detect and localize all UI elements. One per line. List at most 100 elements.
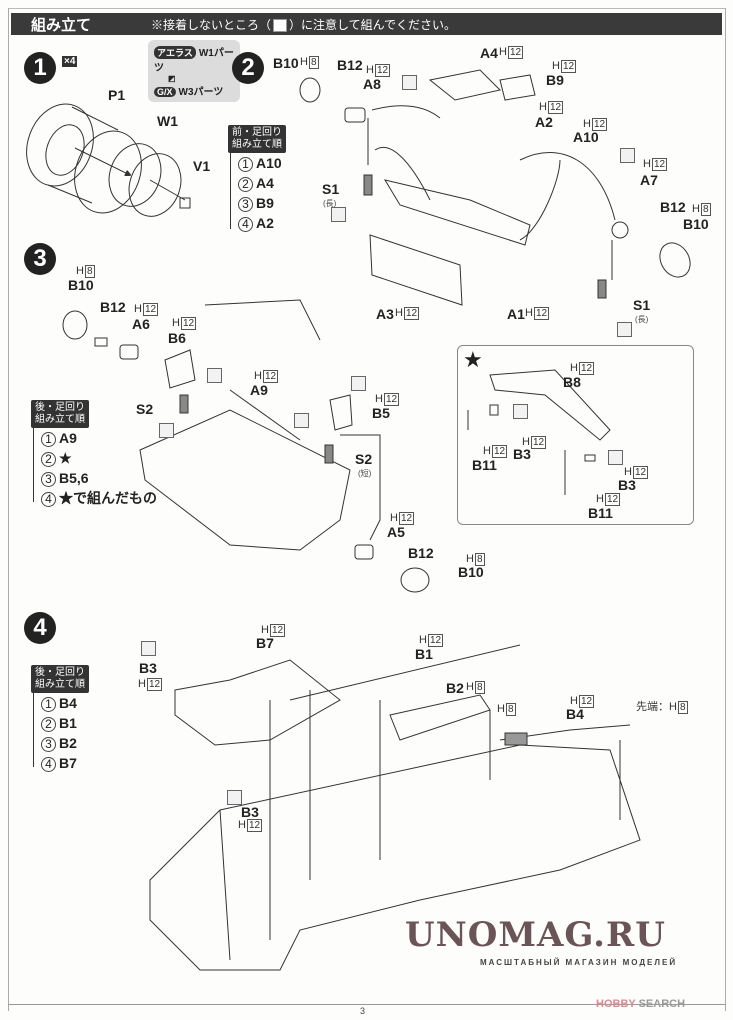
h-value: 12 (427, 634, 444, 647)
order-part: ★で組んだもの (59, 490, 157, 506)
order-heading: 前・足回り組み立て順 (228, 125, 286, 153)
h-letter: H (395, 307, 403, 319)
label-a4: A4 (480, 45, 498, 61)
h-value: 12 (146, 678, 163, 691)
h-letter: H (300, 56, 308, 68)
h-value: 12 (591, 118, 608, 131)
no-glue-icon (227, 790, 242, 805)
hobby-search-b: SEARCH (638, 998, 686, 1010)
label-b10: B10 (68, 277, 94, 293)
h-value: 12 (604, 493, 621, 506)
front-suspension-drawing (299, 69, 691, 306)
label-b10: B10 (273, 55, 299, 71)
order-part: B1 (59, 715, 77, 731)
h-value: 12 (374, 64, 391, 77)
h-letter: H (375, 393, 383, 405)
label-b11-right: B11 (588, 505, 613, 521)
order-index: 2 (41, 451, 56, 467)
h-value: 12 (547, 101, 564, 114)
label-a1: A1 (507, 306, 525, 322)
h-value: 12 (507, 46, 524, 59)
h-value: 8 (308, 56, 319, 69)
no-glue-icon (620, 148, 635, 163)
order-heading-line2: 組み立て順 (232, 139, 282, 150)
label-b3-lower: B3 (241, 804, 259, 820)
s2-short-note: (短) (358, 469, 372, 478)
star-icon: ★ (463, 347, 483, 372)
label-s2: S2 (136, 401, 154, 417)
h-letter: H (172, 317, 180, 329)
label-b2: B2 (446, 680, 464, 696)
unomag-tagline: МАСШТАБНЫЙ МАГАЗИН МОДЕЛЕЙ (480, 958, 678, 967)
h-letter: H (254, 370, 262, 382)
h-value: 8 (700, 203, 711, 216)
s1-note: (長) (323, 199, 337, 208)
order-part: B7 (59, 755, 77, 771)
h-letter: H (76, 265, 84, 277)
h-letter: H (570, 362, 578, 374)
h-letter: H (539, 101, 547, 113)
no-glue-note: ※接着しないところ（）に注意して組んでください。 (151, 16, 456, 33)
order-arrow (230, 147, 231, 229)
order-item: 4★で組んだもの (31, 488, 157, 508)
label-b9: B9 (546, 72, 564, 88)
label-b10-bottom: B10 (458, 564, 484, 580)
label-a5: A5 (387, 524, 405, 540)
label-p1: P1 (108, 87, 126, 103)
h-value: 12 (578, 695, 595, 708)
h-letter: H (570, 695, 578, 707)
h-letter: H (466, 681, 474, 693)
h-letter: H (390, 512, 398, 524)
h-value: 12 (491, 445, 508, 458)
h-value: 8 (677, 701, 688, 714)
label-b12: B12 (100, 299, 126, 315)
label-b12: B12 (337, 57, 363, 73)
order-part: A10 (256, 155, 282, 171)
section-title: 組み立て (31, 16, 92, 34)
label-a2: A2 (535, 114, 553, 130)
hobby-search-a: HOBBY (596, 998, 636, 1010)
h-letter: H (552, 60, 560, 72)
order-part: ★ (59, 450, 72, 466)
page-frame (8, 8, 726, 1011)
order-index: 1 (41, 696, 56, 712)
note-suffix: ）に注意して組んでください。 (289, 17, 457, 32)
rear-suspension-drawing (62, 299, 430, 593)
label-b6: B6 (168, 330, 186, 346)
label-a9: A9 (250, 382, 268, 398)
tip-label: 先端：H (636, 701, 677, 713)
label-s1-right: S1 (633, 297, 651, 313)
order-index: 3 (238, 196, 253, 212)
unomag-watermark: UNOMAG.RU (405, 915, 666, 955)
no-glue-icon (207, 368, 222, 383)
quantity-x4-badge: ×4 (62, 56, 78, 67)
h-value: 12 (632, 466, 649, 479)
label-b3: B3 (139, 660, 157, 676)
no-glue-icon (617, 322, 632, 337)
wheel-drawing (74, 143, 191, 217)
order-index: 1 (238, 156, 253, 172)
label-b8: B8 (563, 374, 581, 390)
